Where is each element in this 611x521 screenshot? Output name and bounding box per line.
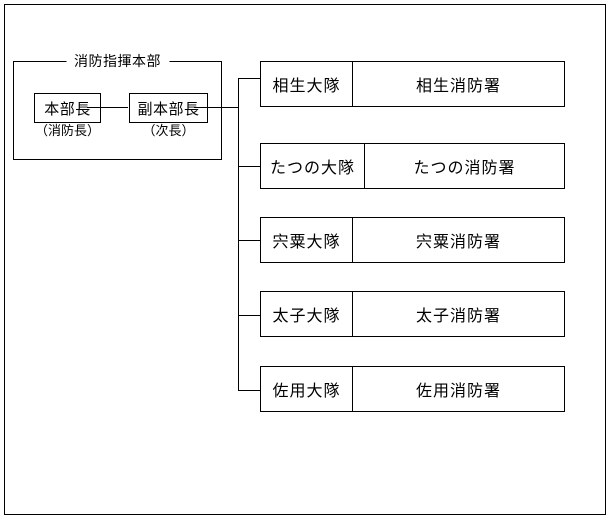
battalion-row-aioi: 相生大隊 相生消防署 [260, 61, 565, 107]
chief-label: 本部長 [44, 100, 91, 118]
battalion-row-tatsuno: たつの大隊 たつの消防署 [260, 143, 565, 189]
chief-sub-label: （消防長） [34, 123, 100, 138]
chief-box: 本部長 [34, 93, 101, 123]
battalion-row-taishi: 太子大隊 太子消防署 [260, 291, 565, 337]
battalion-row-shiso: 宍粟大隊 宍粟消防署 [260, 217, 565, 263]
battalion-name: 宍粟大隊 [261, 218, 353, 262]
battalion-name: 佐用大隊 [261, 367, 353, 411]
station-name: 太子消防署 [415, 308, 501, 325]
hq-headquarters-box: 消防指揮本部 本部長 （消防長） 副本部長 （次長） [13, 52, 222, 160]
hq-title: 消防指揮本部 [66, 52, 169, 71]
station-name: 宍粟消防署 [415, 234, 501, 251]
battalion-name: 相生大隊 [261, 62, 353, 106]
chart-border [4, 4, 606, 515]
station-name: たつの消防署 [413, 160, 516, 177]
station-name: 佐用消防署 [415, 383, 501, 400]
battalion-name: 太子大隊 [261, 292, 353, 336]
deputy-sub-label: （次長） [142, 123, 195, 138]
deputy-label: 副本部長 [137, 100, 200, 118]
deputy-box: 副本部長 [129, 93, 208, 123]
battalion-name: たつの大隊 [261, 144, 365, 188]
station-name: 相生消防署 [415, 78, 501, 95]
battalion-row-sayo: 佐用大隊 佐用消防署 [260, 366, 565, 412]
